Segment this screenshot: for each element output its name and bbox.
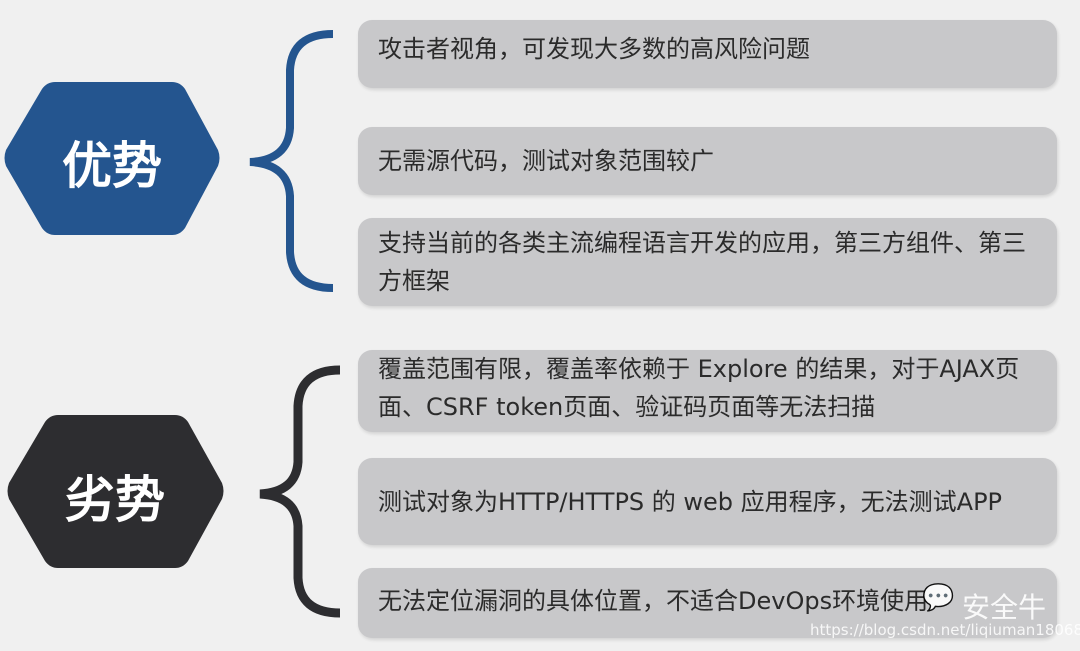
disadvantage-item: 无法定位漏洞的具体位置，不适合DevOps环境使用 [358, 568, 1057, 638]
disadvantage-hexagon [7, 415, 224, 568]
advantage-item-text: 无需源代码，测试对象范围较广 [378, 147, 714, 175]
wechat-icon: 💬 [922, 583, 955, 613]
advantage-item: 攻击者视角，可发现大多数的高风险问题 [358, 20, 1057, 88]
disadvantage-item-text: 测试对象为HTTP/HTTPS 的 web 应用程序，无法测试APP [378, 487, 1003, 516]
watermark-brand: 安全牛 [962, 591, 1047, 624]
disadvantage-item-text: 无法定位漏洞的具体位置，不适合DevOps环境使用 [378, 587, 929, 615]
watermark-url: https://blog.csdn.net/liqiuman180688 [810, 621, 1080, 639]
disadvantage-brace [259, 365, 341, 618]
advantage-item-text: 支持当前的各类主流编程语言开发的应用，第三方组件、第三方框架 [378, 229, 1026, 295]
disadvantage-item-text: 覆盖范围有限，覆盖率依赖于 Explore 的结果，对于AJAX页面、CSRF … [378, 355, 1020, 421]
advantage-brace [249, 30, 334, 292]
advantage-item: 支持当前的各类主流编程语言开发的应用，第三方组件、第三方框架 [358, 218, 1057, 306]
disadvantage-item: 测试对象为HTTP/HTTPS 的 web 应用程序，无法测试APP [358, 458, 1057, 545]
advantage-item: 无需源代码，测试对象范围较广 [358, 127, 1057, 195]
disadvantage-label: 劣势 [65, 471, 165, 529]
advantage-label: 优势 [62, 137, 162, 195]
advantage-item-text: 攻击者视角，可发现大多数的高风险问题 [378, 35, 810, 63]
advantage-hexagon [4, 82, 220, 235]
disadvantage-item: 覆盖范围有限，覆盖率依赖于 Explore 的结果，对于AJAX页面、CSRF … [358, 350, 1057, 432]
